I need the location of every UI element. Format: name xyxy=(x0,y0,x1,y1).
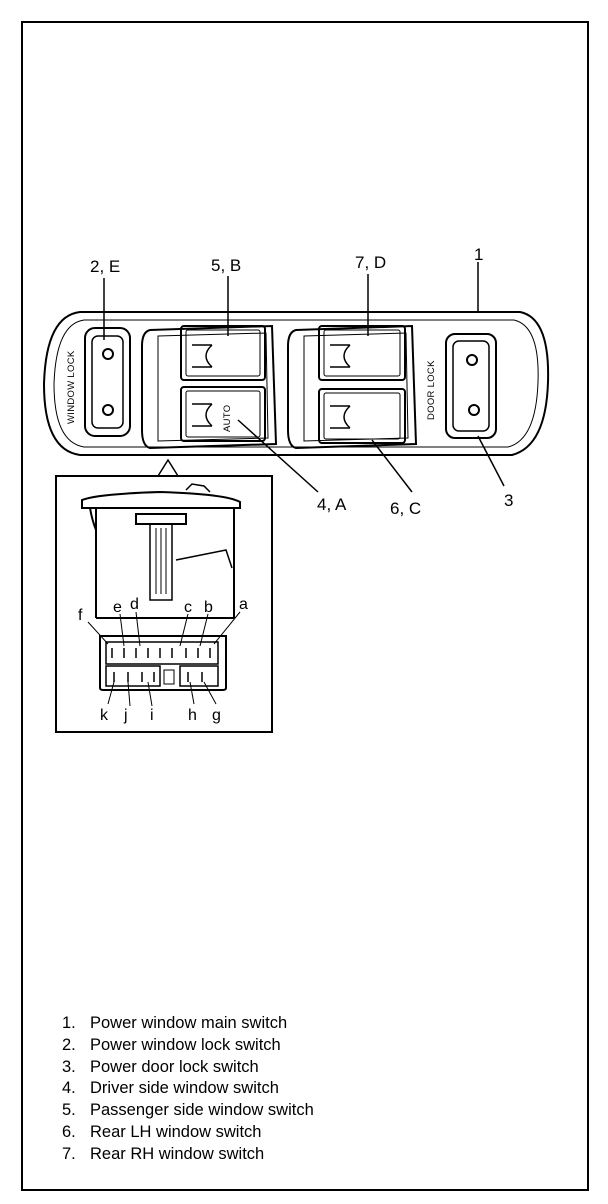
terminal-e: e xyxy=(113,599,122,616)
legend-item: 6.Rear LH window switch xyxy=(62,1122,262,1141)
terminal-d: d xyxy=(130,596,139,613)
terminal-f: f xyxy=(78,607,83,624)
legend-item: 7.Rear RH window switch xyxy=(62,1144,265,1163)
door-lock-text: DOOR LOCK xyxy=(426,360,437,420)
connector-inset-box xyxy=(55,475,273,733)
driver-window-switch xyxy=(180,386,266,442)
rear-window-switch-block xyxy=(287,324,418,450)
terminal-leaders xyxy=(87,611,241,707)
callout-1: 1 xyxy=(474,245,483,264)
connector-terminals xyxy=(99,635,227,691)
legend-item: 4.Driver side window switch xyxy=(62,1079,279,1098)
switch-body-side-view xyxy=(81,483,241,619)
diagram-frame xyxy=(21,21,589,1191)
terminal-k: k xyxy=(100,707,109,724)
callout-4a: 4, A xyxy=(317,495,347,514)
terminal-c: c xyxy=(184,599,192,616)
legend-list: 1.Power window main switch 2.Power windo… xyxy=(62,1013,314,1166)
window-lock-text: WINDOW LOCK xyxy=(66,350,77,424)
rear-lh-window-switch xyxy=(318,388,406,444)
legend-item: 2.Power window lock switch xyxy=(62,1035,281,1054)
legend-item: 3.Power door lock switch xyxy=(62,1057,259,1076)
terminal-h: h xyxy=(188,707,197,724)
legend-item: 1.Power window main switch xyxy=(62,1014,288,1032)
terminal-b: b xyxy=(204,599,213,616)
callout-2e: 2, E xyxy=(90,257,120,276)
inset-pointer xyxy=(157,458,179,477)
terminal-g: g xyxy=(212,707,221,724)
terminal-a: a xyxy=(239,596,248,613)
legend-item: 5.Passenger side window switch xyxy=(62,1101,314,1120)
passenger-window-switch xyxy=(180,325,266,381)
window-lock-switch xyxy=(84,327,131,437)
terminal-j: j xyxy=(123,707,128,724)
main-switch-panel xyxy=(42,311,550,456)
callout-6c: 6, C xyxy=(390,499,421,518)
callout-5b: 5, B xyxy=(211,256,241,275)
callout-3: 3 xyxy=(504,491,513,510)
callout-leaders xyxy=(103,262,505,493)
terminal-i: i xyxy=(150,707,154,724)
door-lock-switch xyxy=(445,333,497,439)
front-window-switch-block xyxy=(141,324,278,450)
rear-rh-window-switch xyxy=(318,325,406,381)
auto-text: AUTO xyxy=(222,405,233,432)
callout-7d: 7, D xyxy=(355,253,386,272)
